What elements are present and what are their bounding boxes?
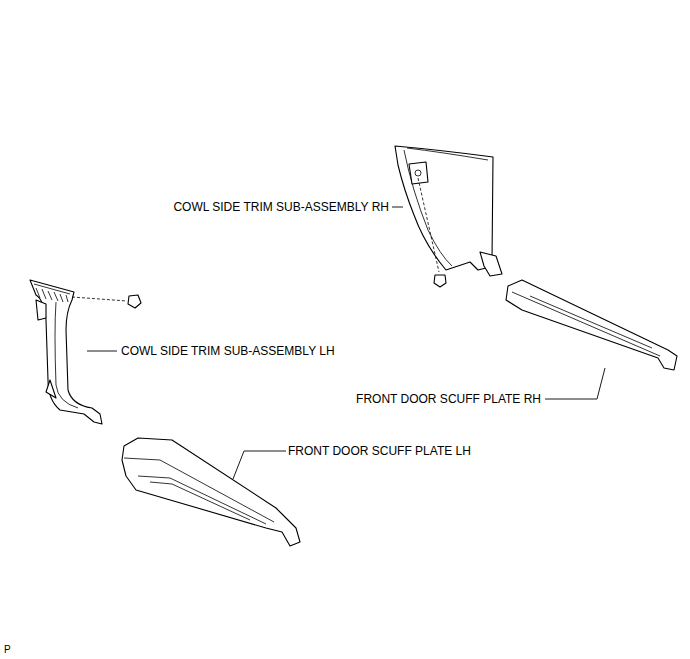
scuff-plate-lh-top-edge [124, 458, 274, 522]
scuff-plate-rh-body [506, 280, 677, 370]
cowl-trim-lh-clip [128, 295, 141, 308]
cowl-trim-lh-grid [34, 284, 70, 302]
cowl-trim-lh-edge [55, 302, 78, 408]
part-name: COWL SIDE TRIM SUB-ASSEMBLY RH [173, 200, 389, 214]
scuff-plate-lh [122, 438, 300, 546]
part-name: COWL SIDE TRIM SUB-ASSEMBLY LH [121, 344, 335, 358]
cowl-trim-rh-bottom-tab [480, 252, 502, 276]
cowl-trim-lh-body [30, 280, 102, 424]
leader-line [87, 351, 117, 352]
cowl-trim-lh-clip-line [72, 297, 127, 301]
part-name: FRONT DOOR SCUFF PLATE RH [356, 392, 541, 406]
part-name: FRONT DOOR SCUFF PLATE LH [288, 444, 471, 458]
leader-line [233, 451, 286, 479]
scuff-plate-rh-ridge [512, 292, 660, 356]
leader-line [392, 207, 403, 208]
cowl-trim-rh-clip-hole [415, 170, 421, 176]
cowl-trim-rh-fold [404, 150, 452, 266]
cowl-trim-lh-tab [36, 300, 46, 320]
cowl-trim-rh-edge [407, 148, 488, 160]
scuff-plate-lh-strip [138, 476, 266, 524]
cowl-trim-rh [392, 146, 502, 287]
cowl-trim-rh-clip [434, 275, 446, 287]
scuff-plate-rh [506, 280, 677, 399]
cowl-trim-rh-clip-line [418, 178, 439, 272]
scuff-plate-lh-body [122, 438, 300, 546]
cowl-trim-rh-body [395, 146, 493, 270]
page-marker: P [4, 643, 11, 657]
cowl-trim-lh-lower-tab [46, 380, 56, 398]
leader-line [545, 368, 605, 399]
